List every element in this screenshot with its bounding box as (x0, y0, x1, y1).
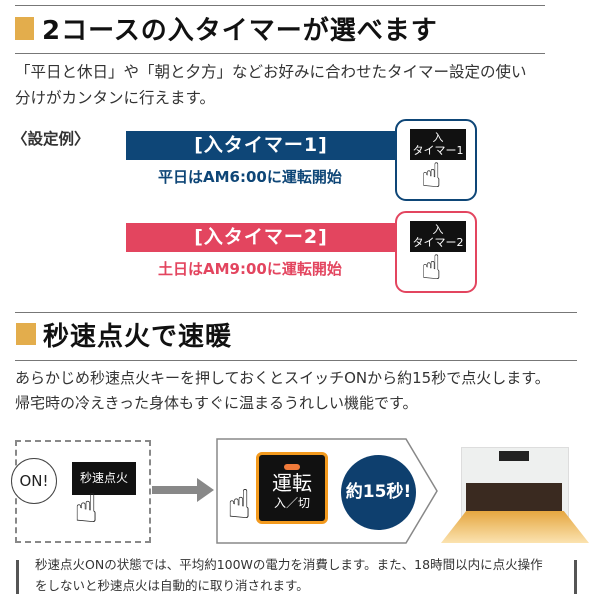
timer1-schedule: 平日はAM6:00に運転開始 (158, 168, 342, 186)
pointing-hand-icon: ☝ (421, 248, 442, 288)
timer2-bar: [入タイマー2] (126, 223, 396, 252)
timer1-button-card: 入タイマー1 ☝ (395, 119, 477, 201)
heading-marker (16, 323, 36, 345)
pointing-hand-icon: ☝ (421, 156, 442, 196)
run-key-label: 運転 (272, 471, 312, 495)
run-key[interactable]: 運転 入／切 (256, 452, 328, 524)
heater-display (499, 451, 529, 461)
heading-marker (15, 17, 34, 40)
divider (15, 53, 545, 54)
timer2-schedule: 土日はAM9:00に運転開始 (158, 260, 342, 278)
example-label: 〈設定例〉 (12, 130, 90, 148)
divider (15, 312, 577, 313)
warm-air-glow (441, 511, 589, 543)
pointing-hand-icon: ☝ (227, 482, 252, 528)
key-label: タイマー1 (412, 144, 464, 157)
key-label: 入 (432, 223, 444, 236)
divider (15, 360, 577, 361)
note-line: 秒速点火ONの状態では、平均約100Wの電力を消費します。また、18時間以内に点… (35, 557, 543, 572)
heater-vent (466, 483, 562, 511)
timer1-bar: [入タイマー1] (126, 131, 396, 160)
note-line: をしないと秒速点火は自動的に取り消されます。 (35, 578, 309, 593)
divider (15, 5, 545, 6)
arrow-right-icon (197, 478, 214, 502)
key-label: タイマー2 (412, 236, 464, 249)
note-bracket-left (16, 560, 19, 594)
quick-ignition-key[interactable]: 秒速点火 (72, 462, 136, 495)
pointing-hand-icon: ☝ (74, 486, 99, 532)
body-line: あらかじめ秒速点火キーを押しておくとスイッチONから約15秒で点火します。 (15, 369, 550, 387)
on-speech-bubble: ON! (11, 458, 57, 504)
arrow-shaft (152, 486, 198, 494)
section-title: 秒速点火で速暖 (43, 322, 233, 352)
timer2-key[interactable]: 入タイマー2 (410, 221, 466, 252)
section-title: 2コースの入タイマーが選べます (42, 16, 438, 46)
note-bracket-right (574, 560, 577, 594)
timer2-button-card: 入タイマー2 ☝ (395, 211, 477, 293)
time-badge: 約15秒! (341, 455, 416, 530)
run-key-sublabel: 入／切 (273, 496, 310, 510)
timer1-key[interactable]: 入タイマー1 (410, 129, 466, 160)
body-line: 帰宅時の冷えきった身体もすぐに温まるうれしい機能です。 (15, 394, 418, 412)
heater-image (441, 447, 589, 543)
indicator-lamp (284, 464, 300, 470)
body-line: 分けがカンタンに行えます。 (15, 89, 215, 107)
body-line: 「平日と休日」や「朝と夕方」などお好みに合わせたタイマー設定の使い (15, 63, 527, 81)
key-label: 入 (432, 131, 444, 144)
